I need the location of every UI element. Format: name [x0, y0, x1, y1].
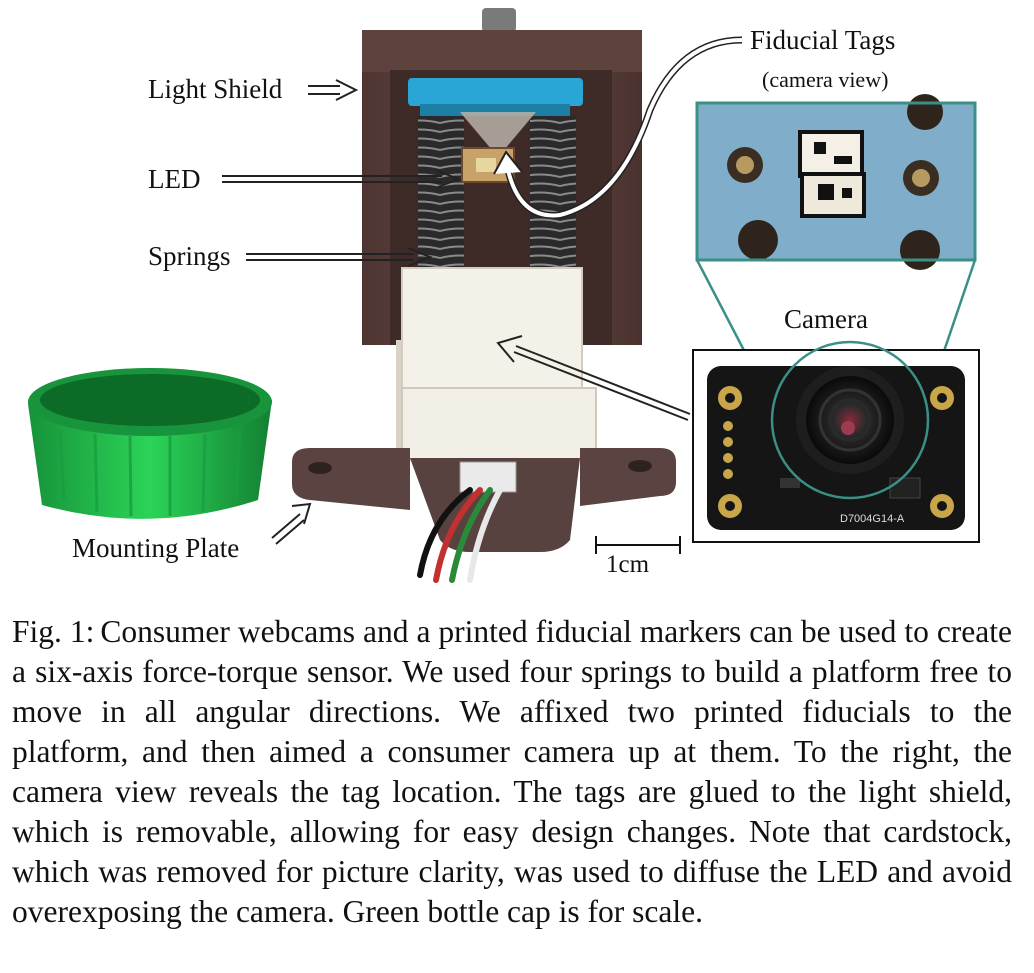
blue-top-plate: [408, 78, 583, 116]
light-shield-arrow: [308, 79, 359, 101]
caption-text: Consumer webcams and a printed fiducial …: [12, 614, 1012, 929]
annotation-arrows: [222, 36, 743, 545]
label-light-shield: Light Shield: [148, 74, 283, 104]
label-springs: Springs: [148, 241, 231, 271]
led-arrow: [222, 169, 461, 189]
camera-arrow: [496, 335, 691, 421]
label-fiducial-tags: Fiducial Tags: [750, 25, 895, 55]
label-led: LED: [148, 164, 200, 194]
platform-block: [396, 267, 597, 461]
caption-prefix: Fig. 1:: [12, 614, 95, 649]
figure-illustration: D7004G14-A Light Shield LED Springs Moun…: [28, 8, 980, 583]
springs: [418, 116, 576, 272]
camera-board: D7004G14-A: [692, 340, 980, 543]
scale-bar: [595, 536, 681, 554]
figure-caption: Fig. 1:Consumer webcams and a printed fi…: [12, 612, 1012, 932]
label-camera: Camera: [784, 304, 868, 334]
springs-arrow: [246, 247, 433, 267]
camera-view-inset: [695, 94, 977, 270]
board-marking: D7004G14-A: [840, 513, 905, 525]
bottle-cap: [28, 368, 272, 519]
label-mounting-plate: Mounting Plate: [72, 533, 239, 563]
label-scale-bar: 1cm: [606, 551, 650, 578]
cables: [417, 487, 503, 583]
label-camera-view: (camera view): [762, 67, 888, 92]
mounting-plate-arrow: [271, 502, 312, 545]
